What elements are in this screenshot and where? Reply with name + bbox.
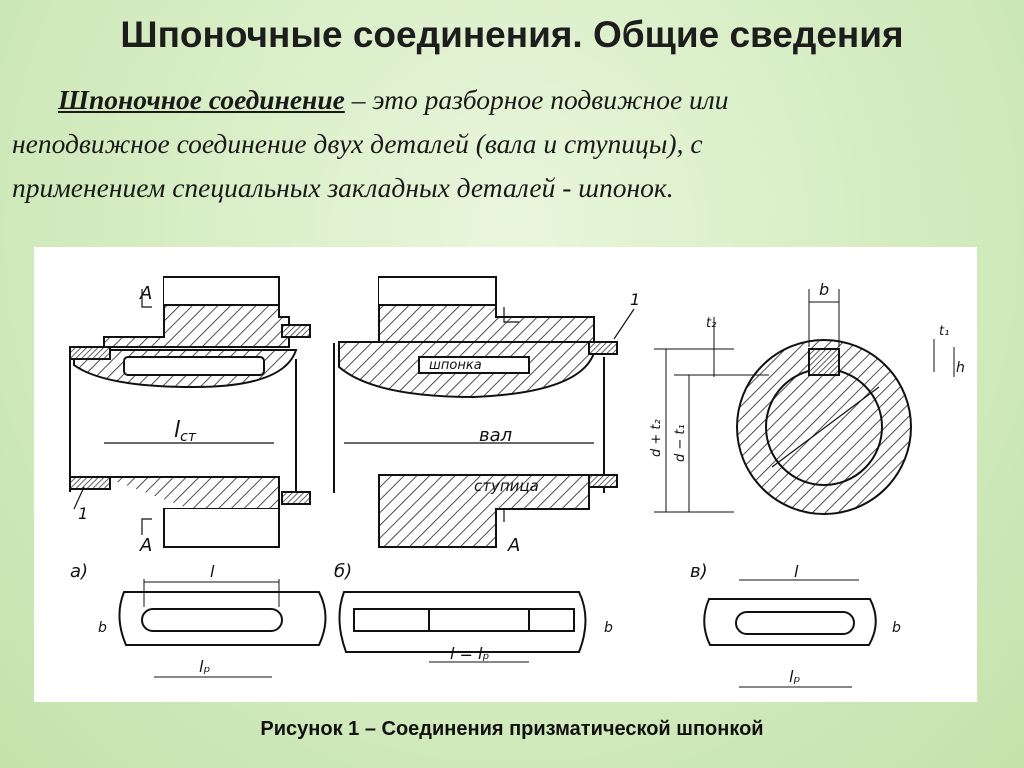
label-section-a-top: A bbox=[139, 283, 152, 304]
label-key: шпонка bbox=[429, 358, 482, 373]
label-length-hub: lст bbox=[174, 418, 197, 445]
view-cross-section bbox=[654, 289, 955, 515]
dim-t2: t₂ bbox=[706, 316, 716, 331]
key-a-width: b bbox=[98, 620, 107, 636]
key-v-working-length: lₚ bbox=[789, 667, 800, 686]
key-plan-views bbox=[118, 579, 877, 688]
definition-line-1-rest: это разборное подвижное или bbox=[372, 84, 729, 115]
figure-caption: Рисунок 1 – Соединения призматической шп… bbox=[260, 718, 764, 740]
view-left bbox=[69, 276, 311, 548]
view-middle bbox=[333, 276, 635, 548]
variant-v-label: в) bbox=[690, 561, 708, 582]
variant-b-label: б) bbox=[334, 561, 352, 582]
label-hub: ступица bbox=[474, 477, 539, 495]
definition-paragraph: Шпоночное соединение – это разборное под… bbox=[12, 78, 1012, 210]
callout-1-top: 1 bbox=[630, 290, 640, 309]
variant-a-label: а) bbox=[70, 561, 88, 582]
definition-line-1: Шпоночное соединение – это разборное под… bbox=[12, 78, 1012, 122]
dim-t1: t₁ bbox=[939, 324, 949, 339]
dim-d-plus-t2: d + t₂ bbox=[649, 419, 664, 457]
label-section-a-bottom: A bbox=[139, 535, 152, 556]
key-v-width: b bbox=[892, 620, 901, 636]
definition-dash: – bbox=[344, 84, 373, 115]
key-a-working-length: lₚ bbox=[199, 657, 210, 676]
key-joint-drawing: A A A lст шпонка вал ступица 1 1 b t₂ t₁… bbox=[34, 247, 977, 702]
dim-h: h bbox=[956, 360, 965, 376]
definition-line-2: неподвижное соединение двух деталей (вал… bbox=[12, 128, 703, 159]
definition-line-3: применением специальных закладных детале… bbox=[12, 172, 674, 203]
slide-title: Шпоночные соединения. Общие сведения bbox=[120, 14, 904, 55]
key-b-length: l = lₚ bbox=[450, 644, 489, 663]
drawing-svg: A A A lст шпонка вал ступица 1 1 b t₂ t₁… bbox=[69, 276, 965, 688]
definition-term: Шпоночное соединение bbox=[58, 84, 345, 115]
key-b-width: b bbox=[604, 620, 613, 636]
label-shaft: вал bbox=[479, 425, 512, 446]
callout-1-bottom: 1 bbox=[78, 504, 88, 523]
key-v-length: l bbox=[794, 562, 799, 581]
dim-b: b bbox=[819, 280, 829, 299]
label-section-a2-bottom: A bbox=[507, 535, 520, 556]
key-a-length: l bbox=[210, 562, 215, 581]
dim-d-minus-t1: d − t₁ bbox=[673, 424, 688, 462]
